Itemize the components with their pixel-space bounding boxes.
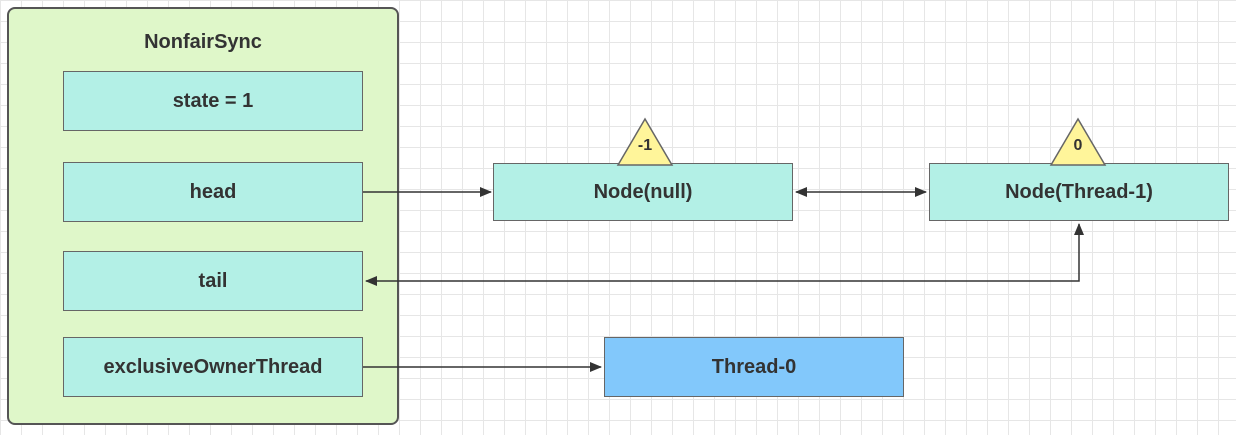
node-thread-1: Node(Thread-1) (929, 163, 1229, 221)
node-thread-1-status-triangle (1049, 117, 1107, 166)
node-null: Node(null) (493, 163, 793, 221)
node-null-status-label: -1 (637, 137, 653, 154)
head-field: head (63, 162, 363, 222)
tail-to-node-thread-1-arrow (365, 223, 1084, 286)
node-thread-1-status-label: 0 (1073, 137, 1083, 154)
nonfairsync-title: NonfairSync (144, 31, 262, 53)
tail-field: tail (63, 251, 363, 311)
state-field: state = 1 (63, 71, 363, 131)
node-null-status-triangle (616, 117, 674, 166)
exclusive-owner-thread-field: exclusiveOwnerThread (63, 337, 363, 397)
thread-0-box: Thread-0 (604, 337, 904, 397)
